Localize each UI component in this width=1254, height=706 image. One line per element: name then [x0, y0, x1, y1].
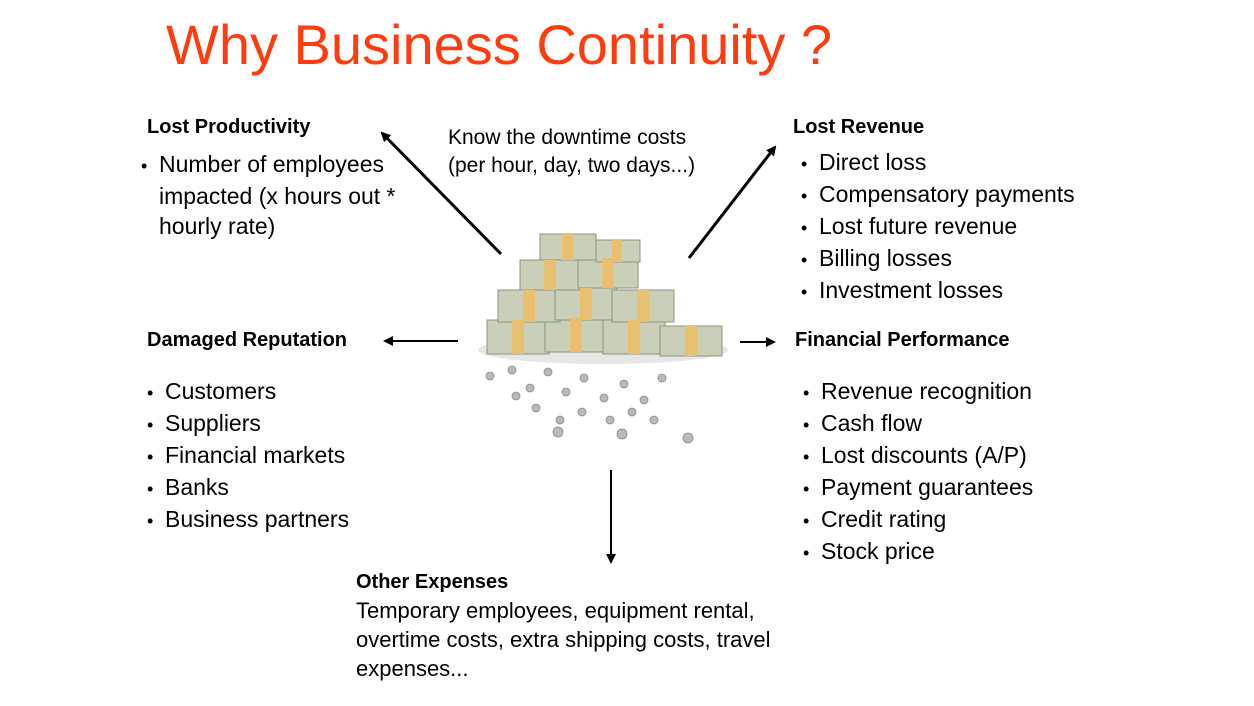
other-expenses-heading: Other Expenses	[356, 571, 509, 593]
arrow-to-lost-productivity	[380, 131, 503, 256]
page-title: Why Business Continuity ?	[166, 13, 833, 76]
lost-productivity-heading: Lost Productivity	[147, 116, 311, 138]
financial-performance-item: Revenue recognition	[803, 376, 1033, 408]
lost-revenue-item: Investment losses	[801, 275, 1075, 307]
financial-performance-item: Credit rating	[803, 504, 1033, 536]
lost-productivity-line-3: hourly rate)	[159, 213, 276, 239]
other-expenses-line-3: expenses...	[356, 656, 469, 681]
damaged-reputation-item: Business partners	[147, 504, 349, 536]
money-pile-icon	[478, 233, 728, 444]
lost-productivity-line-2: impacted (x hours out *	[159, 183, 396, 209]
lost-productivity-line-1: •Number of employees	[141, 151, 384, 177]
lost-revenue-item: Direct loss	[801, 147, 1075, 179]
damaged-reputation-item: Financial markets	[147, 440, 349, 472]
other-expenses-text: Temporary employees, equipment rental, o…	[356, 596, 771, 683]
damaged-reputation-heading: Damaged Reputation	[147, 329, 348, 351]
financial-performance-item: Payment guarantees	[803, 472, 1033, 504]
other-expenses-line-2: overtime costs, extra shipping costs, tr…	[356, 627, 771, 652]
other-expenses-line-1: Temporary employees, equipment rental,	[356, 598, 755, 623]
damaged-reputation-block: Damaged Reputation Customers Suppliers F…	[147, 329, 349, 536]
damaged-reputation-list: Customers Suppliers Financial markets Ba…	[147, 376, 349, 536]
damaged-reputation-item: Customers	[147, 376, 349, 408]
damaged-reputation-item: Suppliers	[147, 408, 349, 440]
lost-revenue-item: Billing losses	[801, 243, 1075, 275]
financial-performance-list: Revenue recognition Cash flow Lost disco…	[803, 376, 1033, 568]
lost-productivity-text-1: Number of employees	[159, 151, 384, 177]
damaged-reputation-item: Banks	[147, 472, 349, 504]
arrow-to-lost-revenue	[687, 145, 777, 259]
financial-performance-block: Financial Performance Revenue recognitio…	[795, 329, 1033, 568]
lost-revenue-item: Compensatory payments	[801, 179, 1075, 211]
lost-revenue-item: Lost future revenue	[801, 211, 1075, 243]
financial-performance-item: Cash flow	[803, 408, 1033, 440]
downtime-cost-note-line-1: Know the downtime costs	[448, 126, 687, 149]
downtime-cost-note: Know the downtime costs (per hour, day, …	[448, 124, 695, 180]
lost-revenue-block: Lost Revenue Direct loss Compensatory pa…	[793, 116, 1075, 307]
lost-revenue-heading: Lost Revenue	[793, 116, 925, 138]
lost-revenue-list: Direct loss Compensatory payments Lost f…	[801, 147, 1075, 307]
downtime-cost-note-line-2: (per hour, day, two days...)	[448, 154, 696, 177]
lost-productivity-item: •Number of employees impacted (x hours o…	[141, 149, 396, 241]
lost-productivity-block: Lost Productivity •Number of employees i…	[141, 116, 396, 241]
financial-performance-item: Stock price	[803, 536, 1033, 568]
financial-performance-heading: Financial Performance	[795, 329, 1010, 351]
financial-performance-item: Lost discounts (A/P)	[803, 440, 1033, 472]
other-expenses-block: Other Expenses Temporary employees, equi…	[356, 571, 771, 683]
